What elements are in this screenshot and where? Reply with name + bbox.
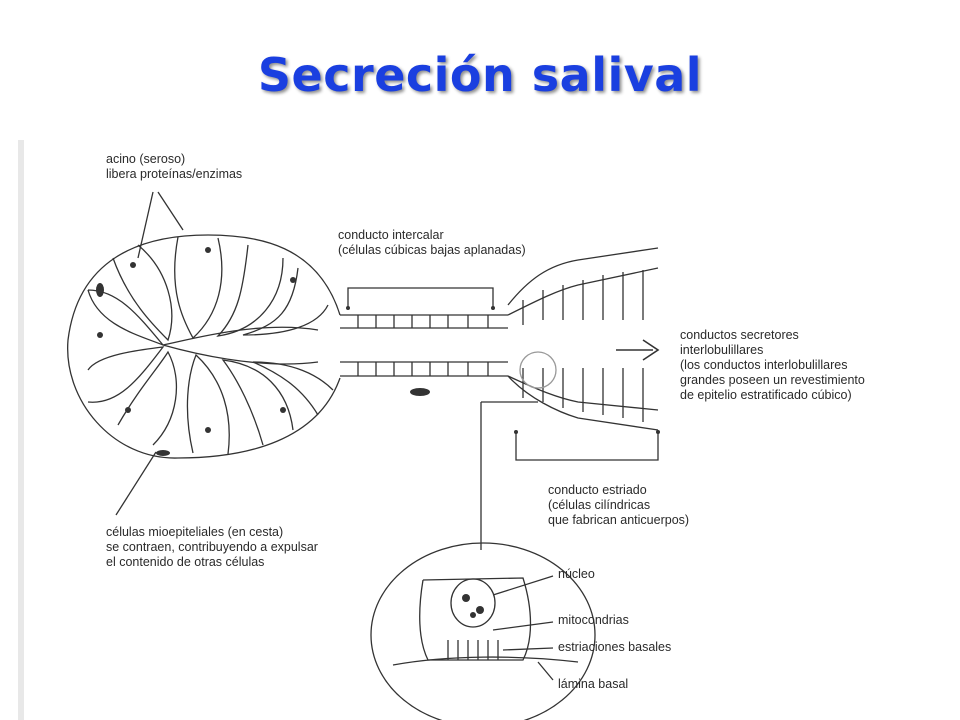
marker-dot [491,306,495,310]
marker-dot [656,430,660,434]
nucleo-label: núcleo [558,567,595,581]
estriaciones-label: estriaciones basales [558,640,672,654]
nucleus-dot [462,594,470,602]
nucleus-dot [125,407,131,413]
mioepitelial-pointer [115,451,157,516]
estriado-label: conducto estriado (células cilíndricas q… [548,483,690,527]
acinar-cell [186,353,230,455]
acinar-cell [216,244,284,337]
nucleo-pointer [492,575,554,596]
acinar-cell [117,350,178,446]
myoepithelial-cell [96,283,104,297]
striated-duct-lower [507,375,659,411]
intercalar-label: conducto intercalar (células cúbicas baj… [338,228,526,257]
detail-cell [419,577,532,661]
acinar-cell [221,359,294,446]
acinar-cell [174,236,223,340]
acinar-cell [87,346,165,403]
zoom-highlight [519,351,557,389]
striated-duct-lower-outer [507,375,659,431]
estriado-bracket [515,432,659,461]
lamina-pointer [537,661,554,681]
lamina-label: lámina basal [558,677,629,691]
estriaciones-pointer [502,647,554,651]
acino-label: acino (seroso) libera proteínas/enzimas [106,152,243,181]
interlobulillares-label: conductos secretores interlobulillares (… [680,328,865,402]
marker-dot [346,306,350,310]
nucleus-dot [205,427,211,433]
myoepithelial-cell [156,450,170,456]
marker-dot [514,430,518,434]
mioepiteliales-label: células mioepiteliales (en cesta) se con… [106,525,318,569]
diagram-drawing [18,140,660,720]
acinus-outline [67,234,341,459]
nucleus-dot [205,247,211,253]
acino-pointer [137,191,154,259]
nucleus-dot [280,407,286,413]
mitocondrias-pointer [492,621,554,631]
acinar-cell [242,267,329,336]
detail-nucleus [450,578,496,628]
nucleus-dot [130,262,136,268]
intercalar-bracket [347,287,494,308]
mitocondrias-label: mitocondrias [558,613,629,627]
myoepithelial-cell [410,388,430,396]
striated-duct-upper-outer [507,247,659,306]
acinus-lumen [162,326,319,365]
nucleus-dot [97,332,103,338]
striated-cells [522,270,644,422]
detail-oval [370,542,596,720]
acino-pointer [157,191,184,231]
detail-basal-lamina [392,656,579,666]
flow-arrow [616,339,660,361]
striated-duct-upper [507,267,659,316]
salivary-gland-diagram: acino (seroso) libera proteínas/enzimas … [18,140,960,720]
page-title: Secreción salival [257,48,703,102]
acinar-cell [87,289,164,346]
nucleus-dot [290,277,296,283]
scan-edge [18,140,24,720]
nucleus-dot [476,606,484,614]
acinar-cell [112,244,173,342]
detail-striations [447,640,499,660]
acinar-cell [252,361,334,416]
duct-cells [357,315,489,376]
nucleus-dot [470,612,476,618]
